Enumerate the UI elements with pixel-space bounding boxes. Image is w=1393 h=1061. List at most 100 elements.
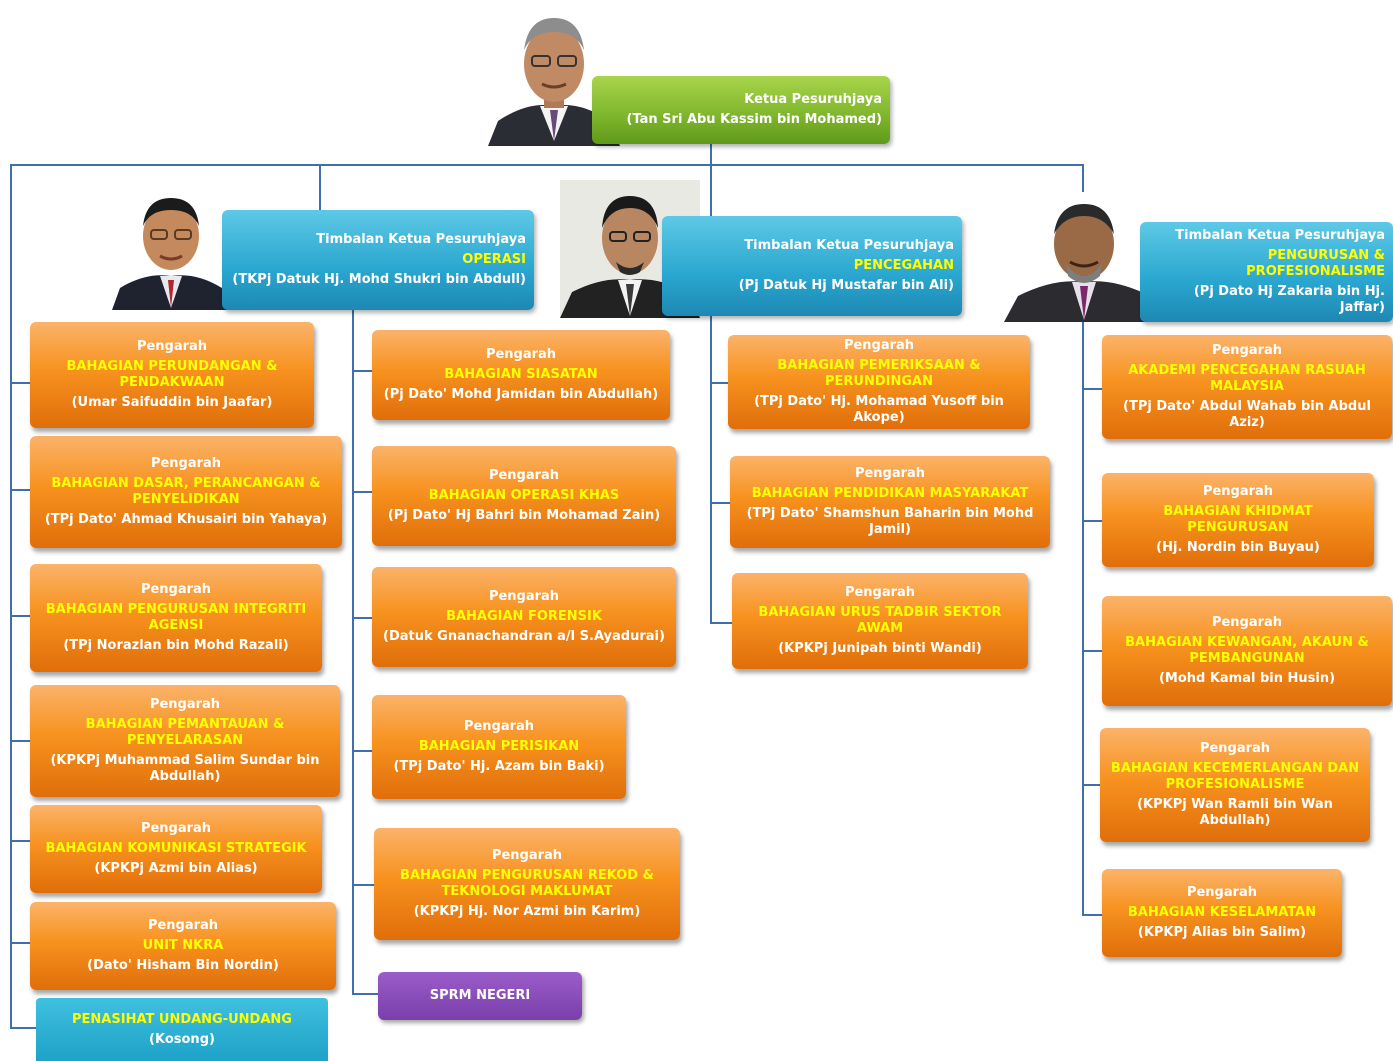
director-role: Pengarah bbox=[854, 466, 926, 481]
connector bbox=[319, 164, 321, 210]
deputy-name: (Pj Dato Hj Zakaria bin Hj. Jaffar) bbox=[1193, 284, 1385, 315]
deputy-pencegahan-box: Timbalan Ketua Pesuruhjaya PENCEGAHAN (P… bbox=[662, 216, 962, 316]
director-unit: BAHAGIAN PEMANTAUAN & PENYELARASAN bbox=[85, 717, 285, 748]
deputy-title: Timbalan Ketua Pesuruhjaya bbox=[744, 238, 954, 253]
director-role: Pengarah bbox=[491, 848, 563, 863]
director-box: Pengarah BAHAGIAN SIASATAN (Pj Dato' Moh… bbox=[372, 330, 670, 420]
director-box: Pengarah BAHAGIAN KHIDMAT PENGURUSAN (Hj… bbox=[1102, 473, 1374, 567]
director-unit: BAHAGIAN KOMUNIKASI STRATEGIK bbox=[45, 841, 307, 856]
director-unit: BAHAGIAN FORENSIK bbox=[446, 609, 602, 624]
director-role: Pengarah bbox=[843, 338, 915, 353]
deputy-division: PENCEGAHAN bbox=[853, 258, 954, 273]
director-box: Pengarah BAHAGIAN PENGURUSAN INTEGRITI A… bbox=[30, 564, 322, 672]
director-unit: BAHAGIAN OPERASI KHAS bbox=[428, 488, 620, 503]
director-name: (KPKPj Azmi bin Alias) bbox=[94, 861, 258, 876]
legal-advisor-box: PENASIHAT UNDANG-UNDANG (Kosong) bbox=[36, 998, 328, 1061]
deputy-pengurusan-box: Timbalan Ketua Pesuruhjaya PENGURUSAN & … bbox=[1140, 222, 1393, 322]
director-role: Pengarah bbox=[147, 918, 219, 933]
director-unit: BAHAGIAN PENGURUSAN REKOD & TEKNOLOGI MA… bbox=[400, 868, 654, 899]
connector bbox=[10, 740, 30, 742]
director-box: Pengarah BAHAGIAN FORENSIK (Datuk Gnanac… bbox=[372, 567, 676, 667]
director-name: (Hj. Nordin bin Buyau) bbox=[1156, 540, 1320, 555]
director-box: Pengarah BAHAGIAN KESELAMATAN (KPKPj Ali… bbox=[1102, 869, 1342, 957]
legal-advisor-unit: PENASIHAT UNDANG-UNDANG bbox=[72, 1011, 292, 1027]
director-role: Pengarah bbox=[485, 347, 557, 362]
director-box: Pengarah UNIT NKRA (Dato' Hisham Bin Nor… bbox=[30, 902, 336, 990]
director-role: Pengarah bbox=[149, 697, 221, 712]
connector bbox=[710, 622, 732, 624]
director-unit: BAHAGIAN KHIDMAT PENGURUSAN bbox=[1163, 504, 1313, 535]
connector bbox=[352, 617, 372, 619]
director-name: (TPj Dato' Shamshun Baharin bin Mohd Jam… bbox=[746, 506, 1034, 537]
director-box: Pengarah BAHAGIAN PEMERIKSAAN & PERUNDIN… bbox=[728, 335, 1030, 429]
director-role: Pengarah bbox=[1199, 741, 1271, 756]
director-role: Pengarah bbox=[1211, 615, 1283, 630]
director-role: Pengarah bbox=[150, 456, 222, 471]
director-name: (TPj Dato' Hj. Azam bin Baki) bbox=[393, 759, 605, 774]
connector bbox=[1082, 320, 1084, 916]
connector bbox=[352, 310, 354, 994]
connector bbox=[10, 840, 30, 842]
connector bbox=[10, 615, 30, 617]
director-name: (TPj Dato' Hj. Mohamad Yusoff bin Akope) bbox=[754, 394, 1004, 425]
connector bbox=[710, 143, 712, 165]
sprm-negeri-label: SPRM NEGERI bbox=[429, 988, 531, 1003]
sprm-negeri-box: SPRM NEGERI bbox=[378, 972, 582, 1020]
director-unit: BAHAGIAN KEWANGAN, AKAUN & PEMBANGUNAN bbox=[1125, 635, 1369, 666]
connector bbox=[10, 489, 30, 491]
connector bbox=[1082, 784, 1100, 786]
connector bbox=[352, 491, 372, 493]
director-role: Pengarah bbox=[463, 719, 535, 734]
director-role: Pengarah bbox=[136, 339, 208, 354]
connector bbox=[352, 750, 372, 752]
connector bbox=[352, 370, 372, 372]
director-box: Pengarah BAHAGIAN KOMUNIKASI STRATEGIK (… bbox=[30, 805, 322, 893]
deputy-title: Timbalan Ketua Pesuruhjaya bbox=[1175, 228, 1385, 243]
director-unit: BAHAGIAN KECEMERLANGAN DAN PROFESIONALIS… bbox=[1110, 761, 1360, 792]
director-name: (Pj Dato' Hj Bahri bin Mohamad Zain) bbox=[387, 508, 661, 523]
director-unit: BAHAGIAN PERISIKAN bbox=[418, 739, 580, 754]
connector bbox=[710, 316, 712, 624]
director-box: Pengarah BAHAGIAN URUS TADBIR SEKTOR AWA… bbox=[732, 573, 1028, 669]
connector bbox=[352, 884, 374, 886]
connector bbox=[710, 502, 730, 504]
deputy-division: OPERASI bbox=[462, 252, 526, 267]
director-box: Pengarah BAHAGIAN KEWANGAN, AKAUN & PEMB… bbox=[1102, 596, 1392, 706]
deputy-name: (Pj Datuk Hj Mustafar bin Ali) bbox=[738, 278, 954, 293]
legal-advisor-name: (Kosong) bbox=[149, 1031, 215, 1047]
director-role: Pengarah bbox=[488, 589, 560, 604]
director-role: Pengarah bbox=[1186, 885, 1258, 900]
director-name: (Umar Saifuddin bin Jaafar) bbox=[71, 395, 273, 410]
director-name: (KPKPj Junipah binti Wandi) bbox=[778, 641, 982, 656]
connector bbox=[352, 993, 378, 995]
director-box: Pengarah BAHAGIAN PERUNDANGAN & PENDAKWA… bbox=[30, 322, 314, 428]
director-box: Pengarah BAHAGIAN KECEMERLANGAN DAN PROF… bbox=[1100, 728, 1370, 842]
director-name: (Dato' Hisham Bin Nordin) bbox=[87, 958, 279, 973]
director-name: (Pj Dato' Mohd Jamidan bin Abdullah) bbox=[383, 387, 659, 402]
director-box: Pengarah BAHAGIAN PENGURUSAN REKOD & TEK… bbox=[374, 828, 680, 940]
director-name: (TPj Dato' Ahmad Khusairi bin Yahaya) bbox=[44, 512, 328, 527]
director-box: Pengarah AKADEMI PENCEGAHAN RASUAH MALAY… bbox=[1102, 335, 1392, 439]
connector bbox=[710, 382, 728, 384]
director-unit: AKADEMI PENCEGAHAN RASUAH MALAYSIA bbox=[1128, 363, 1366, 394]
connector bbox=[1082, 388, 1102, 390]
director-unit: BAHAGIAN DASAR, PERANCANGAN & PENYELIDIK… bbox=[51, 476, 321, 507]
director-name: (Datuk Gnanachandran a/l S.Ayadurai) bbox=[383, 629, 665, 644]
director-box: Pengarah BAHAGIAN PENDIDIKAN MASYARAKAT … bbox=[730, 456, 1050, 548]
director-box: Pengarah BAHAGIAN DASAR, PERANCANGAN & P… bbox=[30, 436, 342, 548]
chief-name: (Tan Sri Abu Kassim bin Mohamed) bbox=[626, 112, 883, 127]
connector bbox=[10, 1027, 36, 1029]
director-box: Pengarah BAHAGIAN PERISIKAN (TPj Dato' H… bbox=[372, 695, 626, 799]
director-role: Pengarah bbox=[140, 582, 212, 597]
director-unit: BAHAGIAN PERUNDANGAN & PENDAKWAAN bbox=[66, 359, 278, 390]
director-role: Pengarah bbox=[140, 821, 212, 836]
deputy-operasi-photo bbox=[112, 180, 230, 310]
director-unit: BAHAGIAN PEMERIKSAAN & PERUNDINGAN bbox=[777, 358, 981, 389]
director-unit: BAHAGIAN PENDIDIKAN MASYARAKAT bbox=[751, 486, 1029, 501]
director-name: (KPKPj Wan Ramli bin Wan Abdullah) bbox=[1137, 797, 1333, 828]
director-role: Pengarah bbox=[844, 585, 916, 600]
director-unit: BAHAGIAN KESELAMATAN bbox=[1127, 905, 1317, 920]
connector bbox=[1082, 914, 1102, 916]
chief-title: Ketua Pesuruhjaya bbox=[744, 92, 882, 107]
director-name: (TPj Dato' Abdul Wahab bin Abdul Aziz) bbox=[1123, 399, 1371, 430]
